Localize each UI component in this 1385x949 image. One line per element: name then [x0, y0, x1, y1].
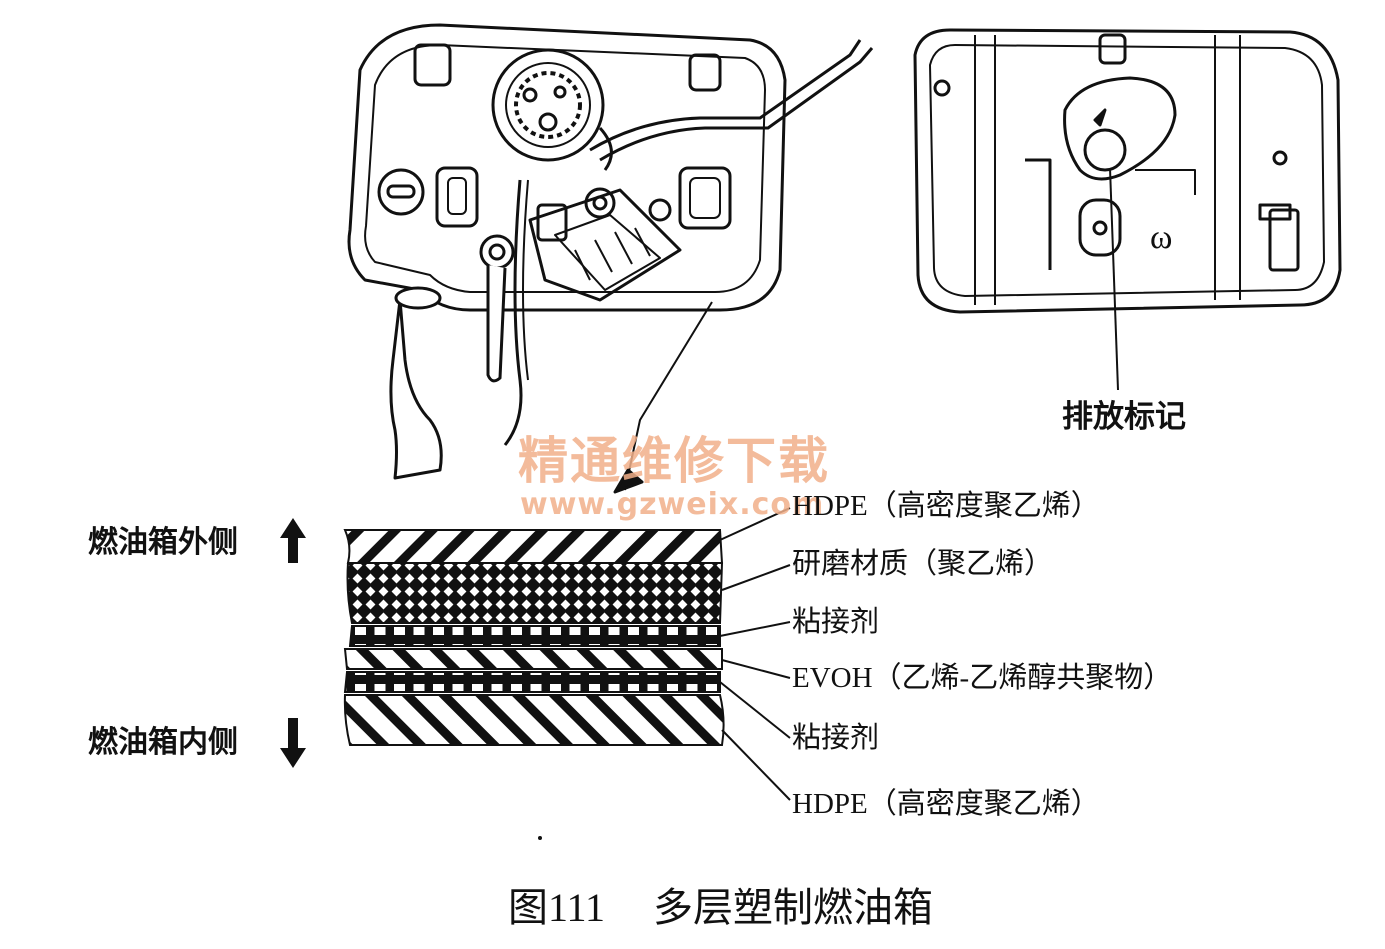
arrow-down-icon [280, 718, 306, 768]
leader-lines [719, 507, 791, 801]
figure-number: 图111 [508, 885, 606, 930]
inner-side-label: 燃油箱内侧 [88, 725, 238, 760]
arrow-up-icon [280, 518, 306, 563]
layer-label-regrind: 研磨材质（聚乙烯） [792, 548, 1054, 580]
layer-label-hdpe-outer: HDPE（高密度聚乙烯） [792, 490, 1100, 522]
figure-caption: 图111 多层塑制燃油箱 [508, 888, 933, 928]
svg-text:ω: ω [1150, 219, 1172, 256]
layer-evoh [343, 648, 723, 670]
layer-label-adhesive-2: 粘接剂 [792, 722, 880, 754]
layer-hdpe-inner [343, 694, 725, 746]
layer-adhesive-1 [348, 625, 721, 647]
layer-cross-section [343, 529, 725, 746]
layer-label-evoh: EVOH（乙烯-乙烯醇共聚物） [792, 662, 1173, 694]
layer-label-adhesive-1: 粘接剂 [792, 606, 880, 638]
fuel-tank-top-view [347, 23, 874, 494]
layer-adhesive-2 [343, 671, 721, 693]
layer-regrind [346, 562, 724, 624]
outer-side-label: 燃油箱外侧 [88, 525, 238, 560]
layer-label-hdpe-inner: HDPE（高密度聚乙烯） [792, 788, 1100, 820]
drain-mark-label: 排放标记 [1062, 399, 1186, 435]
figure-title: 多层塑制燃油箱 [653, 885, 934, 930]
layer-hdpe-outer [343, 529, 724, 564]
watermark-site-name: 精通维修下载 [518, 432, 830, 490]
fuel-tank-bottom-view: ω [913, 28, 1342, 391]
watermark-site-url: www.gzweix.com [520, 487, 825, 522]
